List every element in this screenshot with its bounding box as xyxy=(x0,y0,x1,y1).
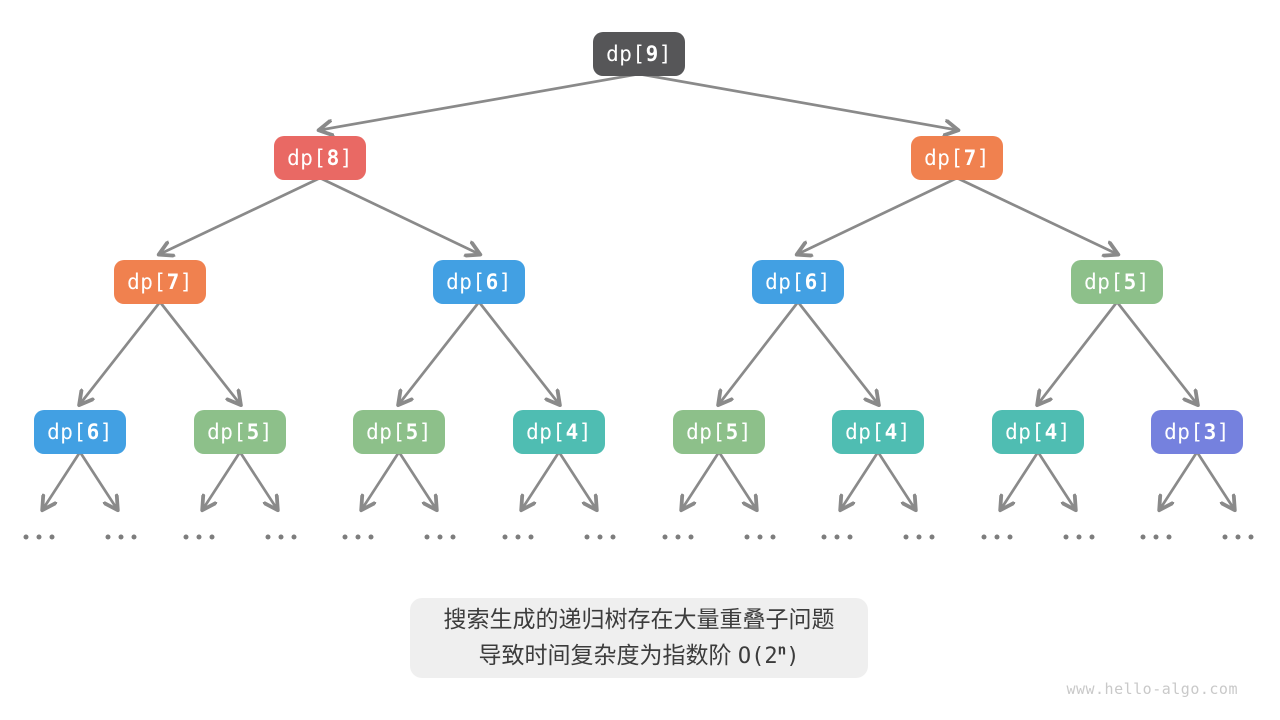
ellipsis xyxy=(1222,534,1254,540)
edge-arrow xyxy=(638,72,957,130)
edge-arrow xyxy=(319,176,479,254)
ellipsis xyxy=(1063,534,1095,540)
edge-arrow xyxy=(78,451,117,509)
edge-arrow xyxy=(717,451,756,509)
ellipsis xyxy=(23,534,55,540)
edge-arrow xyxy=(320,72,640,130)
ellipsis xyxy=(105,534,137,540)
ellipsis xyxy=(821,534,853,540)
tree-node-n8: dp[8] xyxy=(274,136,366,180)
edge-arrow xyxy=(876,451,915,509)
watermark: www.hello-algo.com xyxy=(1066,680,1238,698)
edge-arrow xyxy=(1115,301,1197,404)
edge-arrow xyxy=(203,451,242,509)
ellipsis xyxy=(662,534,694,540)
exponent-n: n xyxy=(777,642,787,659)
ellipsis xyxy=(424,534,456,540)
edge-arrow xyxy=(798,176,958,254)
complexity-formula: O(2n) xyxy=(737,642,800,669)
edge-arrow xyxy=(522,451,561,509)
ellipsis xyxy=(502,534,534,540)
caption-line2-text: 导致时间复杂度为指数阶 xyxy=(478,642,738,668)
tree-node-l2: dp[5] xyxy=(194,410,286,454)
tree-node-n7l: dp[7] xyxy=(114,260,206,304)
edge-arrow xyxy=(397,451,436,509)
caption-line2: 导致时间复杂度为指数阶 O(2n) xyxy=(479,639,800,673)
edge-arrow xyxy=(158,301,240,404)
ellipsis xyxy=(265,534,297,540)
edge-arrow xyxy=(1038,301,1119,404)
edge-arrow xyxy=(43,451,82,509)
ellipsis xyxy=(981,534,1013,540)
tree-node-l4: dp[4] xyxy=(513,410,605,454)
edge-arrow xyxy=(956,176,1117,254)
edge-arrow xyxy=(477,301,559,404)
edge-arrow xyxy=(160,176,321,254)
ellipsis xyxy=(744,534,776,540)
edge-arrow xyxy=(841,451,880,509)
edge-arrow xyxy=(238,451,277,509)
edge-arrow xyxy=(1036,451,1075,509)
ellipsis xyxy=(183,534,215,540)
ellipsis xyxy=(903,534,935,540)
edge-arrow xyxy=(1160,451,1199,509)
tree-node-l3: dp[5] xyxy=(353,410,445,454)
tree-node-l8: dp[3] xyxy=(1151,410,1243,454)
caption-line1: 搜索生成的递归树存在大量重叠子问题 xyxy=(443,606,835,632)
tree-node-l1: dp[6] xyxy=(34,410,126,454)
tree-node-l7: dp[4] xyxy=(992,410,1084,454)
edge-arrow xyxy=(1195,451,1234,509)
edge-arrow xyxy=(362,451,401,509)
tree-node-l5: dp[5] xyxy=(673,410,765,454)
tree-node-n9: dp[9] xyxy=(593,32,685,76)
edge-arrow xyxy=(796,301,878,404)
tree-node-n5r: dp[5] xyxy=(1071,260,1163,304)
edge-arrow xyxy=(719,301,800,404)
tree-node-l6: dp[4] xyxy=(832,410,924,454)
tree-node-n7r: dp[7] xyxy=(911,136,1003,180)
edge-arrow xyxy=(1001,451,1040,509)
tree-node-n6b: dp[6] xyxy=(752,260,844,304)
ellipsis xyxy=(1140,534,1172,540)
edge-arrow xyxy=(399,301,481,404)
tree-node-n6a: dp[6] xyxy=(433,260,525,304)
edge-arrow xyxy=(557,451,596,509)
caption-box: 搜索生成的递归树存在大量重叠子问题 导致时间复杂度为指数阶 O(2n) xyxy=(410,598,868,678)
edge-arrow xyxy=(80,301,162,404)
ellipsis xyxy=(584,534,616,540)
edge-arrow xyxy=(682,451,721,509)
ellipsis xyxy=(342,534,374,540)
